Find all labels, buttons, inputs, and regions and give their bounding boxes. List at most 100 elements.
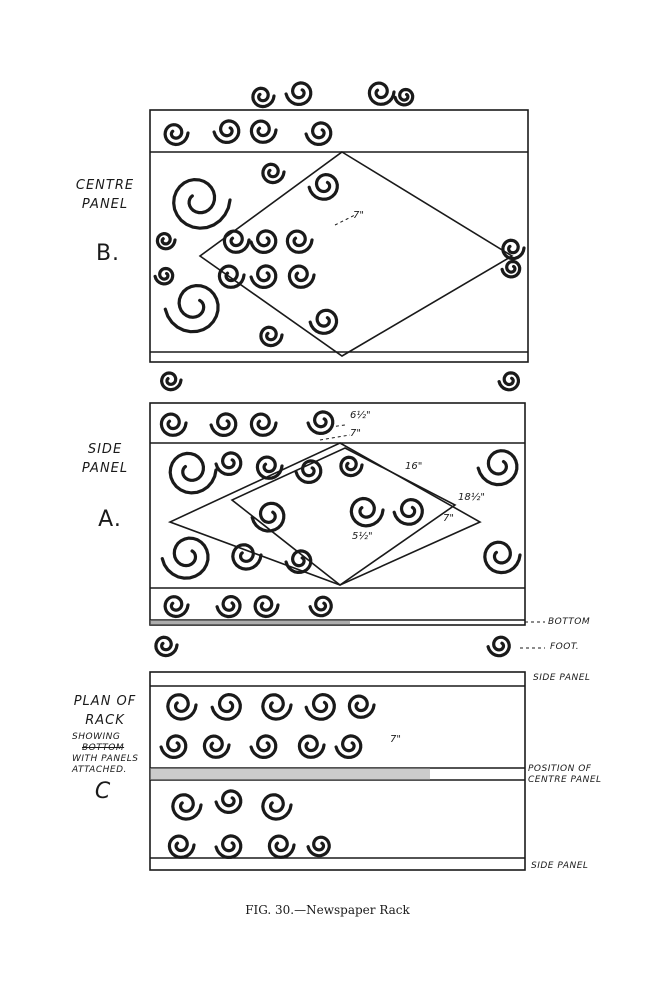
scroll-ornament	[306, 410, 335, 436]
scroll-ornament	[159, 412, 188, 437]
scroll-ornament	[334, 734, 363, 760]
scroll-ornament	[222, 229, 251, 254]
plan-dimension: 7"	[390, 734, 401, 745]
callout-side-panel-top: SIDE PANEL	[533, 673, 591, 683]
centre-panel-label: CENTRE PANEL	[70, 176, 140, 214]
scroll-ornament	[285, 229, 314, 254]
side-panel-label: SIDE PANEL	[75, 440, 135, 478]
scroll-ornament	[212, 119, 241, 145]
side-dimension: 5½"	[352, 531, 373, 542]
figure-caption: FIG. 30.—Newspaper Rack	[245, 903, 410, 917]
centre-panel-frame	[149, 109, 529, 363]
scroll-ornament	[304, 692, 336, 721]
plan-label: PLAN OF RACK	[70, 692, 140, 730]
scroll-ornament	[249, 412, 278, 437]
scroll-ornament	[215, 594, 242, 619]
note-line: ATTACHED.	[72, 765, 127, 775]
scroll-ornament	[304, 121, 333, 147]
scroll-ornament	[347, 694, 376, 719]
scroll-ornament	[308, 595, 333, 618]
scroll-ornament	[253, 595, 280, 619]
scroll-ornament	[249, 229, 278, 255]
label-line: RACK	[85, 713, 125, 728]
side-dimension: 7"	[443, 513, 454, 524]
label-line: CENTRE	[75, 178, 135, 193]
side-panel-frame	[149, 402, 526, 626]
scroll-ornament	[501, 238, 526, 261]
scroll-ornament	[255, 455, 284, 480]
scroll-ornament	[486, 635, 511, 658]
centre-panel-letter: B.	[95, 241, 121, 266]
scroll-ornament	[349, 496, 385, 528]
scroll-ornament	[153, 266, 175, 286]
note-line: SHOWING	[72, 732, 121, 742]
scroll-ornament	[214, 451, 243, 477]
scroll-ornament	[159, 371, 183, 392]
scroll-ornament	[287, 264, 316, 289]
centre-panel-diamond	[198, 151, 514, 357]
scroll-ornament	[214, 834, 243, 860]
scroll-ornament	[307, 172, 339, 201]
scroll-ornament	[500, 259, 522, 279]
scroll-ornament	[367, 81, 396, 106]
callout-side-panel-bottom: SIDE PANEL	[531, 861, 589, 871]
scroll-ornament	[483, 540, 522, 575]
scroll-ornament	[476, 449, 519, 487]
scroll-ornament	[306, 835, 331, 858]
scroll-ornament	[297, 734, 326, 759]
side-dimension: 7"	[350, 428, 361, 439]
scroll-ornament	[168, 451, 218, 495]
scroll-ornament	[154, 635, 179, 658]
scroll-ornament	[249, 734, 278, 760]
scroll-ornament	[284, 549, 313, 575]
scroll-ornament	[259, 325, 284, 348]
scroll-ornament	[251, 86, 276, 109]
scroll-ornament	[159, 734, 188, 760]
scroll-ornament	[339, 455, 364, 478]
note-line: BOTTOM	[82, 743, 125, 753]
scroll-ornament	[155, 231, 177, 251]
label-line: PLAN OF	[73, 694, 137, 709]
scroll-ornament	[308, 308, 339, 335]
callout-bottom: BOTTOM	[548, 617, 591, 627]
scroll-ornament	[249, 119, 278, 144]
scroll-ornament	[250, 501, 286, 533]
callout-position-centre-panel: POSITION OF CENTRE PANEL	[528, 764, 602, 786]
scroll-ornament	[172, 177, 232, 230]
scroll-ornament	[166, 693, 198, 721]
scroll-ornament	[393, 87, 415, 107]
plan-letter: C	[94, 779, 112, 804]
scroll-ornament	[214, 789, 243, 815]
callout-line: CENTRE PANEL	[528, 775, 602, 785]
label-line: SIDE	[87, 442, 123, 457]
scroll-ornament	[210, 692, 242, 721]
callout-foot: FOOT.	[550, 642, 580, 652]
scroll-ornament	[167, 834, 196, 859]
callout-line: POSITION OF	[528, 764, 592, 774]
side-dimension: 6½"	[350, 410, 371, 421]
side-panel-letter: A.	[98, 507, 122, 532]
scroll-ornament	[497, 371, 520, 392]
plan-note: SHOWING BOTTOM WITH PANELS ATTACHED.	[72, 732, 147, 776]
scroll-ornament	[163, 283, 220, 334]
note-line: WITH PANELS	[72, 754, 139, 764]
scroll-ornament	[163, 123, 190, 147]
scroll-ornament	[217, 264, 246, 289]
scroll-ornament	[261, 793, 293, 821]
scroll-ornament	[392, 497, 424, 526]
side-panel-inner-diamond	[230, 447, 457, 586]
scroll-ornament	[267, 834, 296, 859]
scroll-ornament	[261, 693, 293, 721]
scroll-ornament	[249, 264, 278, 290]
scroll-ornament	[171, 793, 203, 821]
scroll-ornament	[160, 536, 210, 580]
side-dimension: 18½"	[458, 492, 486, 503]
label-line: PANEL	[81, 461, 129, 476]
centre-dimension: 7"	[353, 210, 364, 221]
label-line: PANEL	[81, 197, 129, 212]
scroll-ornament	[231, 543, 263, 571]
scroll-ornament	[261, 162, 286, 185]
scroll-ornament	[163, 595, 190, 619]
scroll-ornament	[209, 412, 238, 438]
